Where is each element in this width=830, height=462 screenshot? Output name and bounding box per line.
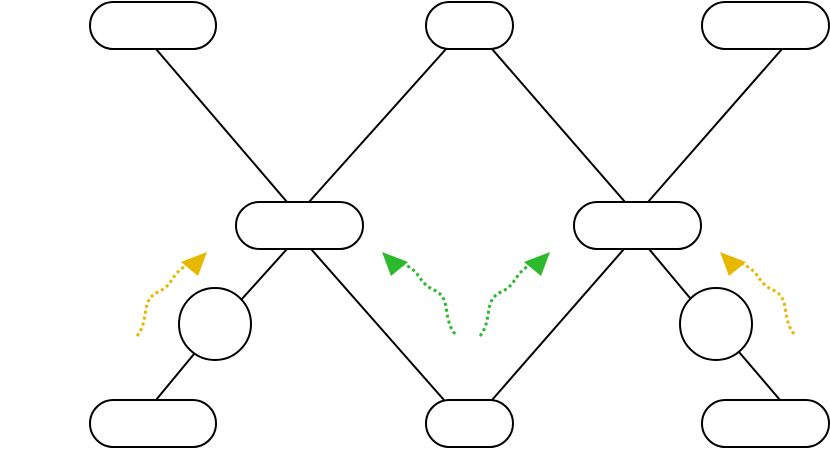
node-bottom-right xyxy=(701,399,830,448)
edges-layer xyxy=(155,48,783,401)
edge-circle-left-to-bottom-left xyxy=(155,353,195,401)
wave-right-arrowhead-icon xyxy=(720,252,746,276)
edge-top-center-to-mid-right xyxy=(491,48,626,203)
node-top-left xyxy=(89,1,217,50)
wave-left-arrow xyxy=(135,252,207,337)
node-circle-right xyxy=(679,287,753,361)
node-bottom-left xyxy=(89,399,217,448)
edge-top-center-to-mid-left xyxy=(308,48,447,203)
node-top-right xyxy=(701,1,830,50)
edge-top-right-to-mid-right xyxy=(647,48,783,203)
wave-center-left-squiggle xyxy=(395,260,457,335)
wave-center-right-squiggle xyxy=(478,260,539,337)
node-mid-right xyxy=(573,201,702,250)
wave-center-left-arrow xyxy=(382,252,457,335)
wave-center-left-arrowhead-icon xyxy=(382,252,408,276)
wave-center-right-arrow xyxy=(478,252,550,337)
wave-left-arrowhead-icon xyxy=(181,252,207,276)
node-circle-left xyxy=(178,287,252,361)
wave-right-arrow xyxy=(720,252,796,335)
edge-mid-right-to-circle-right xyxy=(648,248,691,299)
wave-left-squiggle xyxy=(135,260,196,337)
node-bottom-center xyxy=(425,399,514,448)
edge-mid-right-to-bottom-center xyxy=(491,248,625,401)
node-mid-left xyxy=(235,201,364,250)
edge-circle-right-to-bottom-right xyxy=(738,351,781,401)
wavy-arrows-layer xyxy=(135,252,796,337)
edge-mid-left-to-bottom-center xyxy=(310,248,445,401)
edge-top-left-to-mid-left xyxy=(155,48,288,203)
node-top-center xyxy=(425,1,514,50)
edge-mid-left-to-circle-left xyxy=(240,248,288,301)
wave-right-squiggle xyxy=(734,260,796,335)
wave-center-right-arrowhead-icon xyxy=(524,252,550,276)
nodes-layer xyxy=(89,1,830,448)
